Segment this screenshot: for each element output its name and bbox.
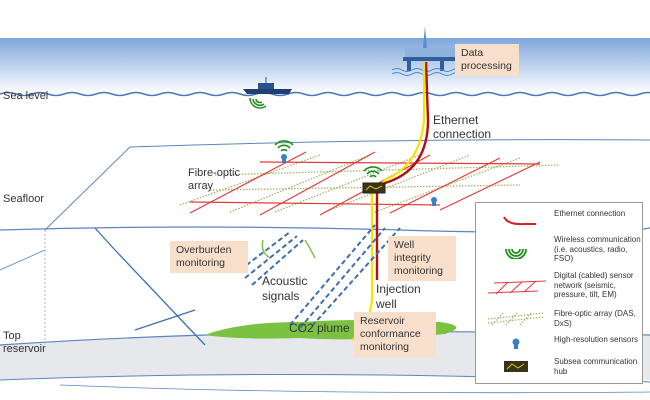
sensor-wireless-icon (274, 140, 383, 178)
sea-band (0, 38, 650, 94)
injection-well-label: Injection well (376, 282, 421, 311)
ship-wireless-icon (249, 97, 267, 109)
sea-level-line (0, 91, 650, 97)
cabled-sensor-network-icon (487, 280, 546, 295)
platform-icon (391, 26, 463, 76)
high-resolution-sensor-icon (281, 154, 437, 206)
ship-icon (243, 77, 292, 94)
sea-level-label: Sea level (3, 90, 49, 102)
data-processing-box: Data processing (455, 44, 519, 76)
cabled-sensor-network (189, 151, 541, 216)
co2-plume-label: CO2 plume (289, 321, 350, 335)
acoustic-signals (239, 224, 401, 329)
wireless-icon (505, 248, 527, 259)
well-integrity-monitoring-box: Well integrity monitoring (388, 236, 456, 281)
fibre-optic-array-icon (487, 311, 545, 326)
acoustic-signals-label: Acoustic signals (262, 274, 308, 303)
upward-arrows (261, 239, 316, 259)
reservoir-conformance-monitoring-box: Reservoir conformance monitoring (354, 312, 436, 357)
legend: Ethernet connection Wireless communicati… (475, 202, 643, 384)
fibre-optic-array-label: Fibre-optic array (188, 167, 240, 192)
high-resolution-sensor-icon (512, 338, 520, 349)
seafloor-label: Seafloor (3, 193, 44, 205)
seafloor-block-outline (44, 139, 650, 231)
ethernet-cable-icon (503, 216, 536, 226)
overburden-monitoring-box: Overburden monitoring (170, 241, 248, 273)
ethernet-connection-label: Ethernet connection (433, 113, 492, 141)
top-reservoir-label: Top reservoir (3, 330, 46, 355)
subsea-hub-icon (504, 361, 528, 372)
